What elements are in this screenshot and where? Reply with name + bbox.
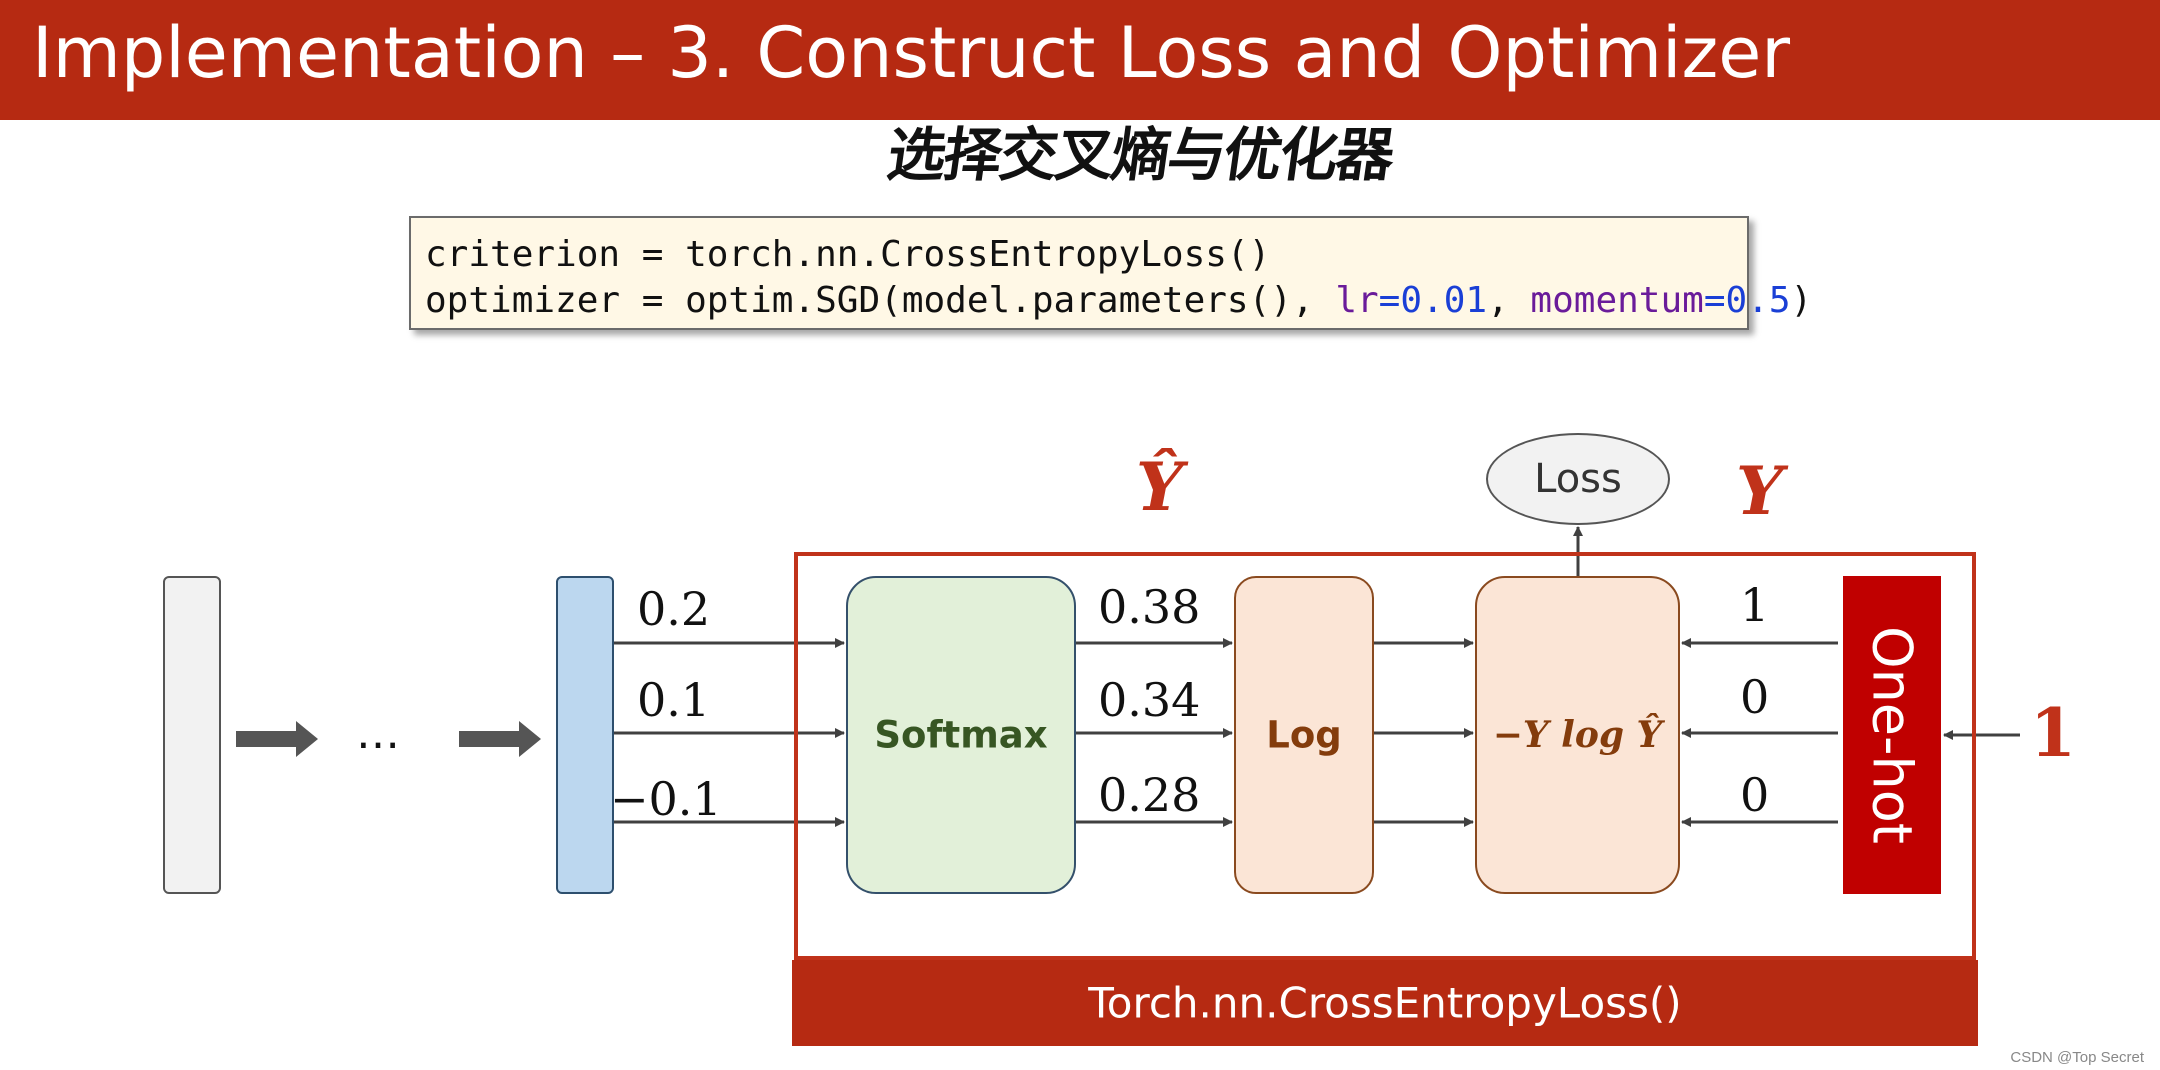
- code-eq: =: [1703, 280, 1726, 321]
- onehot-value: 0: [1740, 768, 1770, 822]
- logit-value: 0.2: [637, 582, 711, 636]
- layers-ellipsis: …: [356, 708, 400, 759]
- code-comma: ,: [1487, 280, 1531, 321]
- cross-entropy-frame: [794, 552, 1976, 960]
- y-symbol: Y: [1736, 452, 1784, 530]
- title-bar: Implementation – 3. Construct Loss and O…: [0, 0, 2160, 120]
- input-bar: [163, 576, 221, 894]
- code-lr-keyword: lr: [1335, 280, 1379, 321]
- loss-label: Loss: [1534, 456, 1622, 502]
- log-box: Log: [1234, 576, 1374, 894]
- loss-ellipse: Loss: [1486, 433, 1670, 525]
- target-value: 1: [2030, 694, 2076, 772]
- neg-y-log-yhat-label: −Y log Ŷ: [1492, 714, 1663, 756]
- block-arrow-2: [459, 721, 541, 757]
- logit-value: −0.1: [610, 772, 722, 826]
- code-lr-value: 0.01: [1400, 280, 1488, 321]
- code-optimizer-prefix: optimizer = optim.SGD(model.parameters()…: [425, 280, 1336, 321]
- onehot-box: One-hot: [1843, 576, 1941, 894]
- onehot-label: One-hot: [1860, 626, 1924, 844]
- softmax-value: 0.34: [1098, 673, 1201, 727]
- cross-entropy-band: Torch.nn.CrossEntropyLoss(): [792, 960, 1978, 1046]
- code-block: criterion = torch.nn.CrossEntropyLoss() …: [409, 216, 1812, 330]
- code-close-paren: ): [1790, 280, 1813, 321]
- block-arrow-1: [236, 721, 318, 757]
- code-momentum-value: 0.5: [1725, 280, 1791, 321]
- softmax-value: 0.28: [1098, 768, 1201, 822]
- code-eq: =: [1378, 280, 1401, 321]
- code-line-criterion: criterion = torch.nn.CrossEntropyLoss(): [425, 234, 1271, 275]
- log-label: Log: [1266, 713, 1342, 757]
- logits-bar: [556, 576, 614, 894]
- cross-entropy-label: Torch.nn.CrossEntropyLoss(): [1088, 978, 1682, 1028]
- logit-value: 0.1: [637, 673, 711, 727]
- slide-title: Implementation – 3. Construct Loss and O…: [32, 12, 1791, 94]
- onehot-value: 0: [1740, 670, 1770, 724]
- softmax-box: Softmax: [846, 576, 1076, 894]
- watermark: CSDN @Top Secret: [2010, 1049, 2144, 1066]
- code-momentum-keyword: momentum: [1530, 280, 1704, 321]
- softmax-value: 0.38: [1098, 580, 1201, 634]
- onehot-value: 1: [1740, 578, 1770, 632]
- neg-y-log-yhat-box: −Y log Ŷ: [1475, 576, 1680, 894]
- y-hat-symbol: Ŷ: [1136, 448, 1184, 526]
- code-line-optimizer: optimizer = optim.SGD(model.parameters()…: [425, 278, 1812, 324]
- softmax-label: Softmax: [874, 713, 1048, 757]
